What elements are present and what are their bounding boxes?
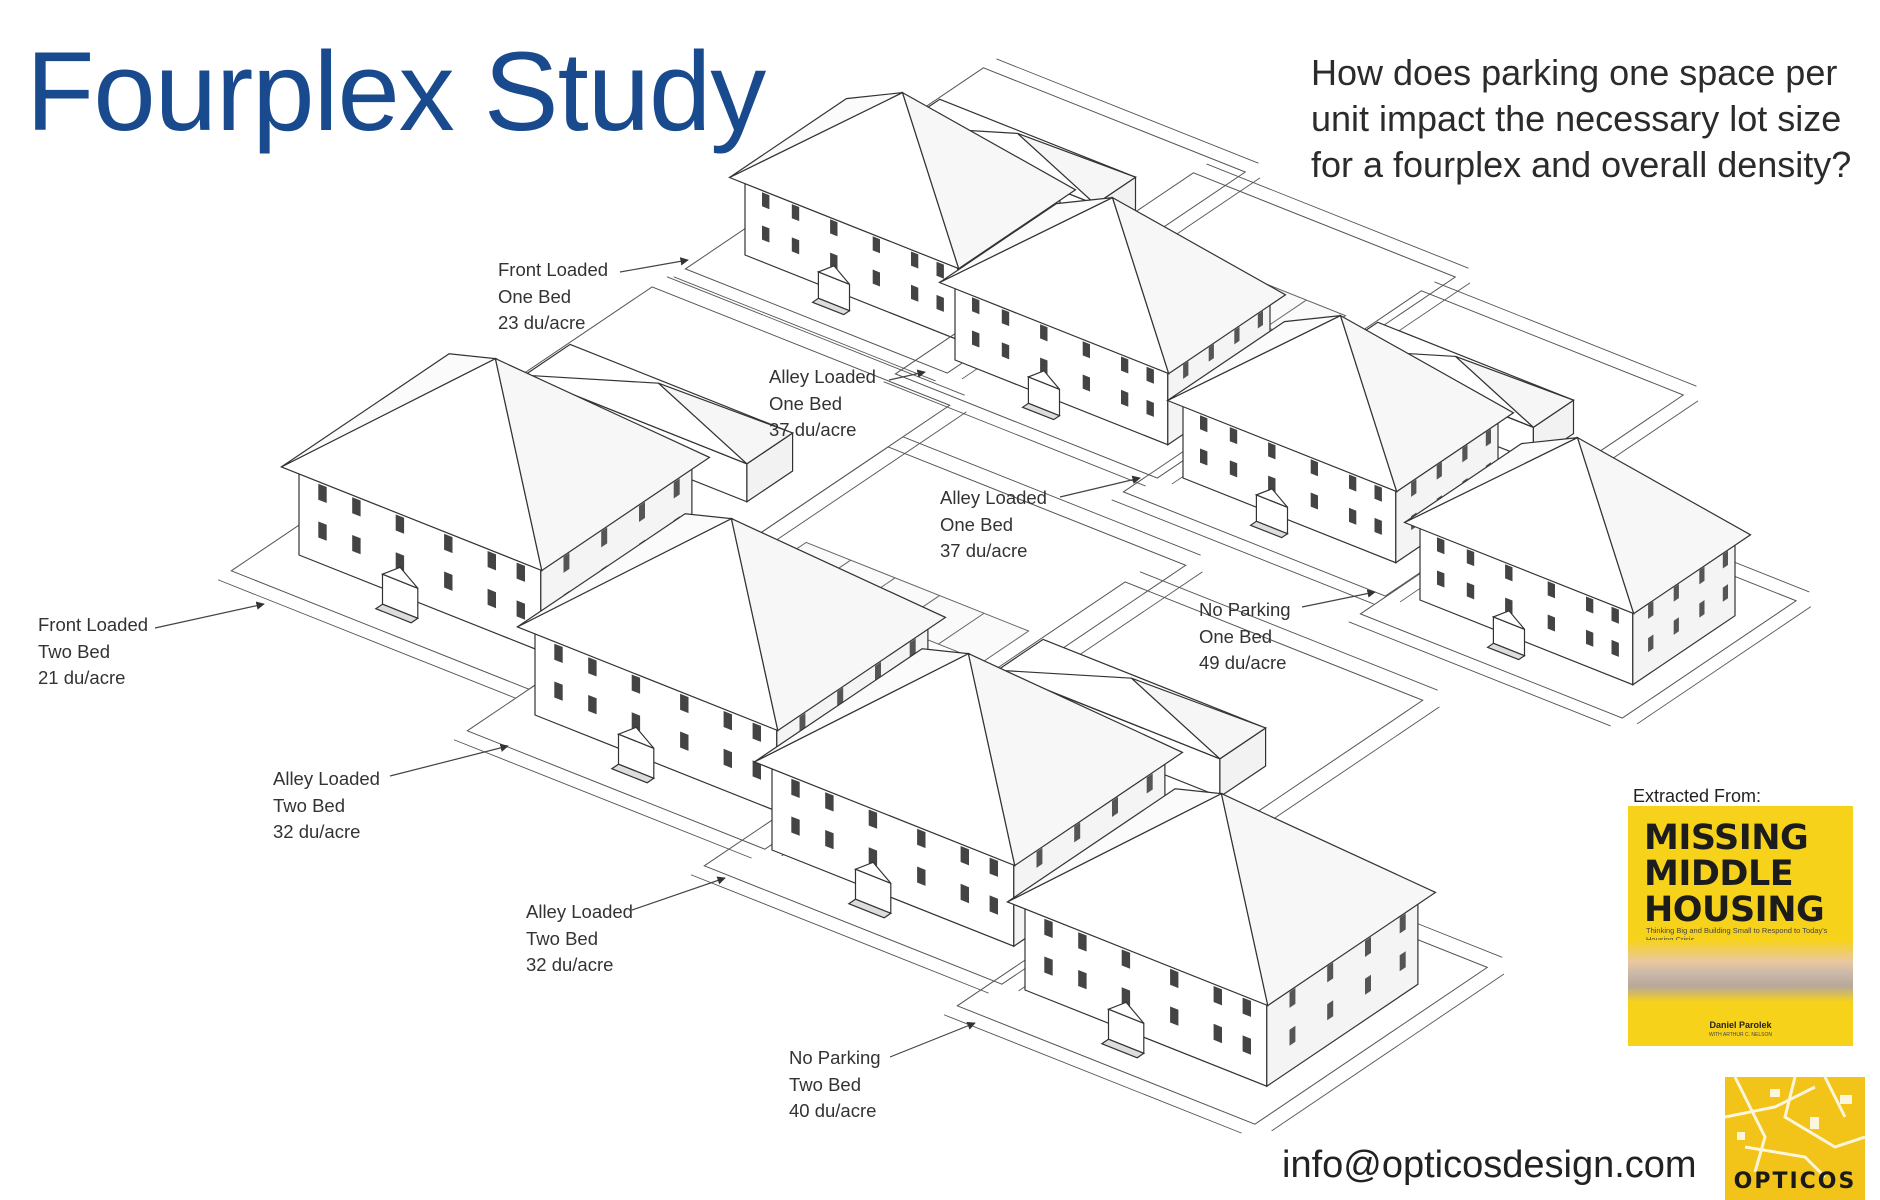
opticos-logo: OPTICOS [1725, 1077, 1865, 1200]
book-illustration [1628, 940, 1853, 1002]
book-cover: MISSING MIDDLE HOUSING Thinking Big and … [1628, 806, 1853, 1046]
leader-line [1301, 589, 1376, 608]
leader-line [888, 369, 926, 381]
book-subtitle: Thinking Big and Building Small to Respo… [1646, 926, 1828, 944]
book-author: Daniel Parolek [1709, 1020, 1772, 1030]
fourplex-diagram-b8 [943, 788, 1505, 1134]
fourplex-diagram-b2 [883, 163, 1471, 487]
study-question: How does parking one space per unit impa… [1311, 52, 1852, 185]
map-pattern-icon [1725, 1077, 1865, 1179]
book-title-line: MISSING [1644, 818, 1809, 858]
book-title-line: MIDDLE [1644, 854, 1794, 894]
leader-line [154, 601, 265, 629]
leader-line [1059, 475, 1141, 498]
fourplex-diagram-b3 [1111, 281, 1699, 605]
page-title: Fourplex Study [26, 29, 766, 154]
leader-line [389, 743, 509, 777]
opticos-logo-text: OPTICOS [1733, 1169, 1857, 1194]
book-coauthor: WITH ARTHUR C. NELSON [1709, 1032, 1772, 1038]
extracted-from-label: Extracted From: [1633, 786, 1762, 806]
leader-line [631, 876, 726, 911]
leader-line [619, 257, 689, 273]
leader-line [889, 1021, 976, 1058]
contact-email[interactable]: info@opticosdesign.com [1282, 1144, 1697, 1186]
book-title-line: HOUSING [1644, 890, 1825, 930]
fourplex-diagram-b4 [1348, 436, 1812, 727]
fourplex-diagram-b5 [217, 276, 967, 699]
